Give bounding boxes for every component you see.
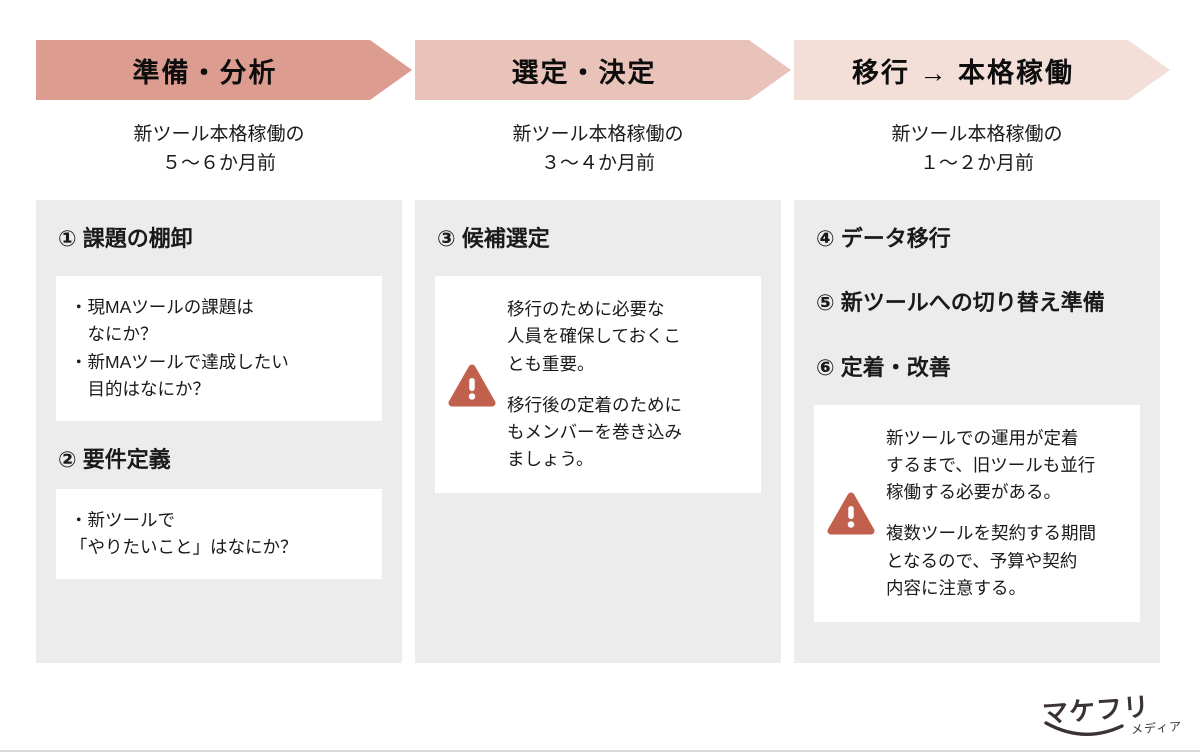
phase-title: 準備・分析 [132, 57, 278, 88]
warning-triangle-icon [827, 492, 875, 535]
step-1-detail-card: ・現MAツールの課題は なにか？ ・新MAツールで達成したい 目的はなにか？ [56, 276, 382, 421]
phase-title: 移行 → 本格稼働 [851, 57, 1074, 88]
phase-panel: ③ 候補選定 移行のために必要な 人員を確保しておくこ とも重要。 移行後の定着… [415, 199, 781, 663]
warning-paragraph: 移行後の定着のために もメンバーを巻き込み ましょう。 [507, 394, 682, 469]
brand-logo-subtext: メディア [1130, 719, 1183, 737]
step-1-heading: ① 課題の棚卸 [58, 225, 193, 251]
warning-paragraph: 移行のために必要な 人員を確保しておくこ とも重要。 [507, 299, 681, 374]
column-migration-operation: 移行 → 本格稼働 新ツール本格稼働の １〜２か月前 ④ データ移行 ⑤ 新ツー… [794, 40, 1160, 663]
phase-title: 選定・決定 [511, 57, 657, 88]
phase-columns: 準備・分析 新ツール本格稼働の ５〜６か月前 ① 課題の棚卸 ・現MAツールの課… [36, 40, 1160, 663]
step-2-detail-card: ・新ツールで 「やりたいこと」はなにか？ [56, 489, 382, 580]
warning-text: 新ツールでの運用が定着 するまで、旧ツールも並行 稼働する必要がある。 複数ツー… [886, 425, 1096, 602]
phase-panel: ④ データ移行 ⑤ 新ツールへの切り替え準備 ⑥ 定着・改善 新ツールでの運用が… [794, 199, 1160, 663]
smile-arc-icon [1044, 721, 1124, 736]
phase-arrow-banner: 移行 → 本格稼働 [794, 40, 1170, 100]
warning-paragraph: 複数ツールを契約する期間 となるので、予算や契約 内容に注意する。 [886, 523, 1096, 598]
brand-logo: マケフリ メディア [1024, 688, 1184, 746]
step-6-warning-card: 新ツールでの運用が定着 するまで、旧ツールも並行 稼働する必要がある。 複数ツー… [814, 405, 1140, 622]
step-2-heading: ② 要件定義 [58, 446, 171, 472]
column-preparation-analysis: 準備・分析 新ツール本格稼働の ５〜６か月前 ① 課題の棚卸 ・現MAツールの課… [36, 40, 402, 663]
phase-timing-label: 新ツール本格稼働の ５〜６か月前 [133, 124, 305, 175]
column-selection-decision: 選定・決定 新ツール本格稼働の ３〜４か月前 ③ 候補選定 移行のために必要な … [415, 40, 781, 663]
phase-timing-label: 新ツール本格稼働の ３〜４か月前 [512, 124, 684, 175]
phase-arrow-banner: 選定・決定 [415, 40, 791, 100]
phase-panel: ① 課題の棚卸 ・現MAツールの課題は なにか？ ・新MAツールで達成したい 目… [36, 199, 402, 663]
phase-timing-label: 新ツール本格稼働の １〜２か月前 [891, 124, 1063, 175]
warning-paragraph: 新ツールでの運用が定着 するまで、旧ツールも並行 稼働する必要がある。 [886, 428, 1096, 503]
step-6-heading: ⑥ 定着・改善 [816, 354, 951, 380]
step-3-warning-card: 移行のために必要な 人員を確保しておくこ とも重要。 移行後の定着のために もメ… [435, 276, 761, 494]
warning-text: 移行のために必要な 人員を確保しておくこ とも重要。 移行後の定着のために もメ… [507, 296, 682, 473]
phase-arrow-banner: 準備・分析 [36, 40, 412, 100]
step-4-heading: ④ データ移行 [816, 225, 951, 251]
warning-triangle-icon [448, 364, 496, 407]
step-3-heading: ③ 候補選定 [437, 225, 550, 251]
step-5-heading: ⑤ 新ツールへの切り替え準備 [816, 290, 1105, 316]
